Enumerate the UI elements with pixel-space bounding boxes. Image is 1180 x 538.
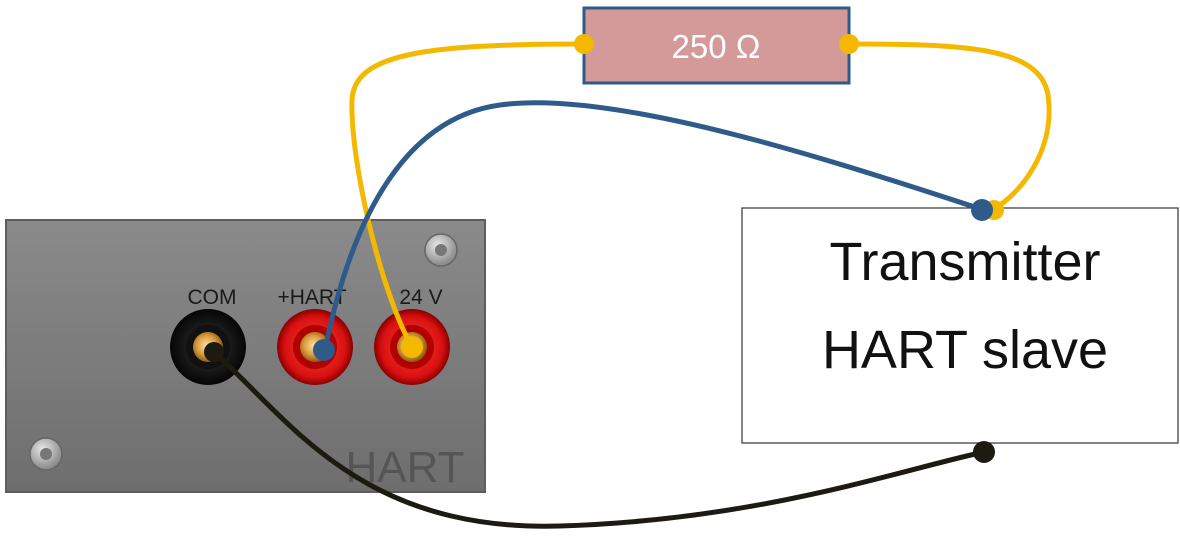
wire-end-dot [401, 336, 423, 358]
panel-brand-text: HART [346, 443, 465, 492]
wire-end-dot [204, 342, 224, 362]
screw-icon [29, 437, 63, 471]
yellow-wire-transmitter [846, 41, 1052, 213]
wire-end-dot [839, 34, 859, 54]
wire-end-dot [313, 339, 335, 361]
wire-end-dot [574, 34, 594, 54]
transmitter-line2: HART slave [822, 320, 1108, 380]
com-label: COM [188, 286, 237, 309]
transmitter-box: Transmitter HART slave [741, 207, 1179, 444]
resistor-body [582, 6, 851, 85]
transmitter-line1: Transmitter [829, 232, 1100, 292]
resistor-label: 250 Ω [672, 28, 761, 65]
wire-end-dot [973, 441, 995, 463]
black-wire-com [211, 349, 987, 529]
yellow-wire-24v [349, 41, 587, 350]
v24-label: 24 V [399, 286, 442, 309]
wire-end-dot [971, 199, 993, 221]
blue-wire-hart [322, 100, 987, 353]
resistor: 250 Ω [582, 6, 851, 85]
hart-plus-label: +HART [277, 286, 346, 309]
screw-icon [424, 233, 458, 267]
